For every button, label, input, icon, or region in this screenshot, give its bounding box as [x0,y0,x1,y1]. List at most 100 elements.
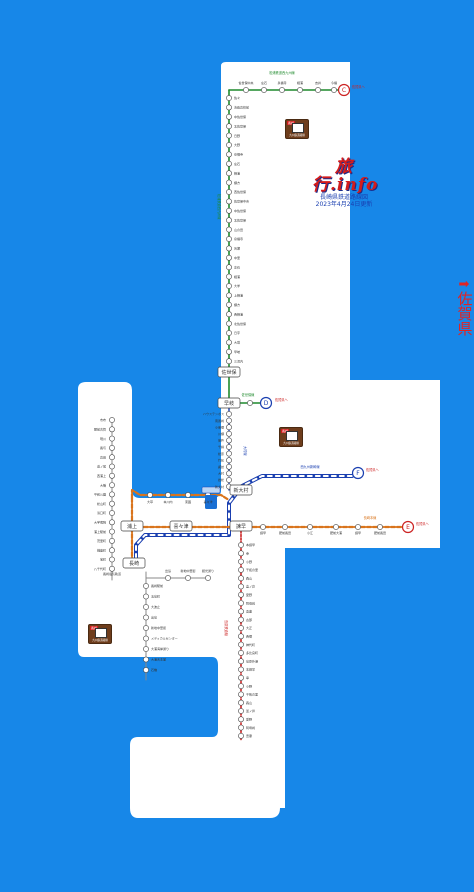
station-name: 長与 [100,445,106,450]
station-marker [109,500,115,507]
exit-c-letter: C [342,87,346,94]
station-marker [226,477,232,483]
station-marker [109,528,115,535]
station-marker [226,207,232,214]
station-name: 観光通り [202,568,214,573]
station-marker [185,492,191,498]
station-marker [243,87,249,93]
station-name: 三河内 [234,358,243,363]
station-marker [109,565,115,572]
station-marker [109,556,115,563]
station-name: 大浦海岸通り [151,646,169,651]
station-marker [238,583,244,590]
station-name: 日野 [234,133,240,138]
hub-shin-omura-label: 新大村 [233,487,248,494]
exit-d-label: 佐賀県へ [275,397,289,402]
station-marker [226,179,232,186]
line-label-shimabara: 島原鉄道線 [224,620,229,637]
station-marker [315,87,321,93]
station-marker [226,170,232,177]
station-name: 早岐 [234,349,240,354]
station-markers [109,83,415,739]
station-marker [109,454,115,461]
badge-card-north[interactable]: 長崎 九州鉄道路線 [285,119,309,139]
badge-card-south[interactable]: 長崎 九州鉄道路線 [88,624,112,644]
station-marker [355,524,361,530]
station-marker [226,358,232,365]
station-marker [226,104,232,111]
shinkansen-line-dash [135,475,353,567]
station-name: 現川 [100,436,106,441]
station-name: 佐世保中央 [238,80,253,85]
line-label-sasebo: 佐世保線 [242,392,256,397]
station-marker [226,330,232,336]
station-name: 相浦 [297,80,303,85]
station-marker [109,482,115,488]
station-name: 佐々 [234,95,240,100]
station-marker [226,320,232,327]
exit-c-label: 佐賀県へ [352,84,366,89]
line-label-nagasaki: 長崎本線 [364,515,378,520]
station-marker [238,708,244,714]
station-marker [226,189,232,195]
station-name: 諏訪 [218,464,224,469]
station-building-icon [201,486,221,494]
station-marker [226,226,232,233]
station-name: 肥前大浦 [330,530,342,535]
station-marker [238,625,244,631]
station-marker [226,463,232,470]
station-marker [377,524,383,530]
station-marker [226,142,232,148]
station-name: 肥前長田 [279,530,291,535]
station-name: 平和公園 [94,492,106,497]
station-marker [238,600,244,606]
badge-caption: 九州鉄道路線 [92,639,108,642]
station-marker [238,691,244,698]
station-marker [165,575,171,581]
station-name: 幸 [246,551,249,556]
station-name: 松原 [218,451,224,456]
station-marker [297,87,303,93]
station-name: 大橋 [100,482,106,487]
station-name: 相浦 [234,274,240,279]
station-marker [238,575,244,582]
station-marker [226,348,232,355]
station-marker [109,435,115,442]
station-name: 大正 [246,625,252,630]
station-marker [226,273,232,280]
station-marker [238,542,244,548]
station-name: 大学 [234,283,240,288]
station-name: 西相浦 [234,311,243,316]
station-name: 皆瀬 [234,246,240,251]
station-name: 小串郷 [215,424,224,429]
station-marker [238,699,244,706]
station-marker [109,491,115,498]
station-marker [261,87,267,93]
station-marker [238,633,244,640]
station-name: 佐世保中央 [234,199,249,204]
station-name: 千綿 [218,444,224,449]
station-marker [143,646,149,652]
exit-f-letter: F [356,470,360,477]
station-marker [109,547,115,554]
station-name: 南風崎 [215,418,224,423]
station-marker [109,417,115,423]
station-name: 左石 [234,264,240,269]
logo-subtitle: 長崎県鉄道路線図 [319,194,368,201]
station-name: 八千代町 [94,566,106,571]
station-name: ハウステンボス [203,411,224,416]
badge-card-middle[interactable]: 長崎 九州鉄道路線 [279,427,303,447]
exit-e-label: 佐賀県へ [416,521,430,526]
station-name: 棚方 [234,302,240,307]
station-name: 新地中華街 [180,568,195,573]
station-name: 阿母崎 [246,725,255,730]
station-marker [226,292,232,299]
station-name: 左石 [234,161,240,166]
direction-label: 佐賀県 [455,291,474,336]
station-name: 上相浦 [234,293,243,298]
station-marker [279,87,285,93]
station-name: 棚方 [234,180,240,185]
station-marker [226,151,232,158]
station-marker [226,430,232,437]
